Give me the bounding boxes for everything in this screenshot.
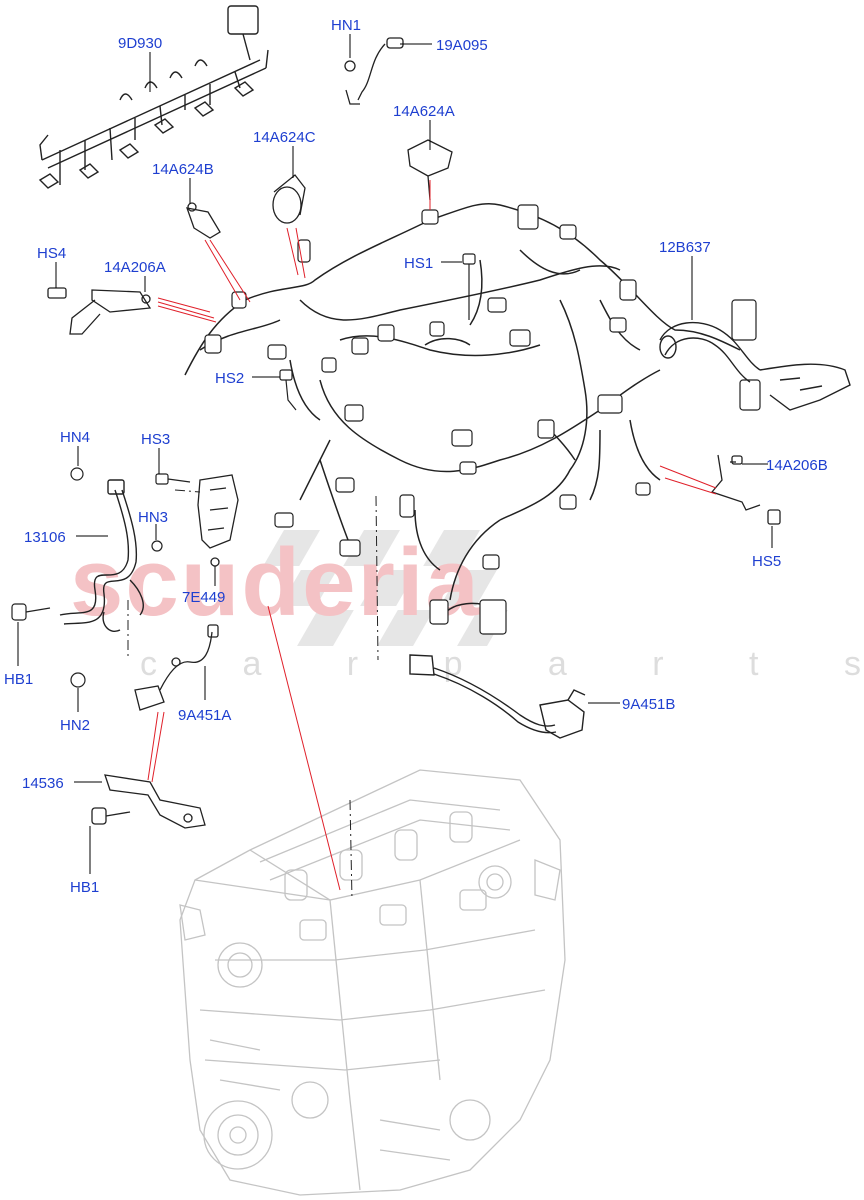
label-HS5: HS5 (752, 553, 781, 570)
label-14A206B: 14A206B (766, 457, 828, 474)
label-HS2: HS2 (215, 370, 244, 387)
label-HB1-bottom: HB1 (70, 879, 99, 896)
bolts-lower-left (11, 467, 191, 688)
label-HS3: HS3 (141, 431, 170, 448)
bracket-14536 (91, 774, 206, 829)
bracket-14A206A (47, 287, 152, 335)
label-19A095: 19A095 (436, 37, 488, 54)
watermark-brand: scuderia (70, 529, 481, 636)
label-14536: 14536 (22, 775, 64, 792)
label-HN2: HN2 (60, 717, 90, 734)
label-9A451A: 9A451A (178, 707, 231, 724)
red-leader-lines (147, 180, 717, 891)
label-HB1-top: HB1 (4, 671, 33, 688)
leader-lines (17, 34, 773, 874)
watermark: scuderia c a r p a r t s (70, 529, 864, 683)
dashdot-lines (127, 489, 379, 901)
engine-block (179, 769, 566, 1196)
bracket-14A206B (710, 454, 781, 525)
ground-strap-13106 (59, 479, 144, 632)
label-HS1: HS1 (404, 255, 433, 272)
label-HN1: HN1 (331, 17, 361, 34)
harness-connectors (204, 204, 761, 635)
injector-harness-9D930 (38, 5, 269, 189)
bracket-7E449 (197, 474, 239, 567)
label-14A624A: 14A624A (393, 103, 455, 120)
label-14A624C: 14A624C (253, 129, 316, 146)
conduit-12B637 (659, 321, 851, 411)
sensor-19A095 (344, 37, 404, 105)
sensor-9A451A (134, 624, 219, 711)
label-14A624B: 14A624B (152, 161, 214, 178)
label-HN4: HN4 (60, 429, 90, 446)
label-13106: 13106 (24, 529, 66, 546)
sensor-9A451B (409, 654, 586, 739)
label-14A206A: 14A206A (104, 259, 166, 276)
part-labels: 9D930 HN1 19A095 14A624A 14A624C 14A624B… (4, 17, 828, 896)
bolt-HS1 (462, 253, 476, 320)
label-7E449: 7E449 (182, 589, 225, 606)
watermark-sub: c a r p a r t s (140, 645, 864, 683)
bolt-HS2 (279, 369, 297, 411)
part-14A624B (186, 202, 221, 239)
label-9A451B: 9A451B (622, 696, 675, 713)
label-HS4: HS4 (37, 245, 66, 262)
main-harness (184, 202, 741, 621)
label-9D930: 9D930 (118, 35, 162, 52)
part-14A624C (272, 174, 306, 224)
label-12B637: 12B637 (659, 239, 711, 256)
label-HN3: HN3 (138, 509, 168, 526)
